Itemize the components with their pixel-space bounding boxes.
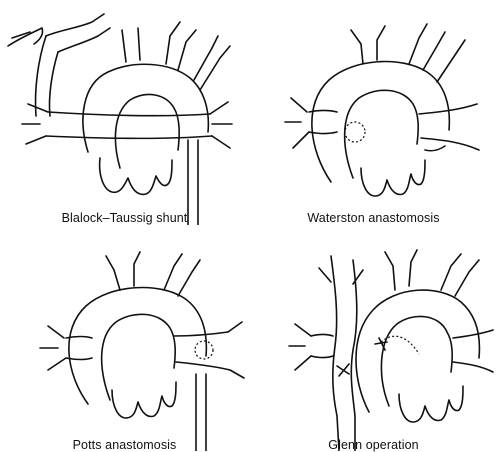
aortic-arch (69, 252, 206, 404)
anastomosis-site-marker (195, 341, 213, 359)
panel-blalock-taussig: Blalock–Taussig shunt (0, 0, 249, 225)
aortic-arch (312, 24, 465, 182)
heart-outline (399, 386, 463, 422)
anastomosis-suture-marker (337, 336, 419, 376)
subclavian-shunt-vessel (35, 14, 110, 116)
caption-glenn: Glenn operation (249, 438, 498, 452)
hand-clamp-icon (8, 28, 43, 46)
aortic-arch (356, 250, 479, 412)
heart-outline (361, 146, 445, 196)
caption-potts: Potts anastomosis (0, 438, 249, 452)
panel-waterston: Waterston anastomosis (249, 0, 498, 225)
aortic-arch (83, 22, 230, 168)
anastomosis-site-marker (345, 122, 365, 142)
glenn-drawing (249, 226, 498, 451)
potts-drawing (0, 226, 249, 451)
panel-glenn: Glenn operation (249, 226, 498, 451)
blalock-taussig-drawing (0, 0, 249, 225)
waterston-drawing (249, 0, 498, 225)
caption-blalock-taussig: Blalock–Taussig shunt (0, 211, 249, 225)
panel-potts: Potts anastomosis (0, 226, 249, 451)
caption-waterston: Waterston anastomosis (249, 211, 498, 225)
pulmonary-artery (22, 102, 232, 148)
